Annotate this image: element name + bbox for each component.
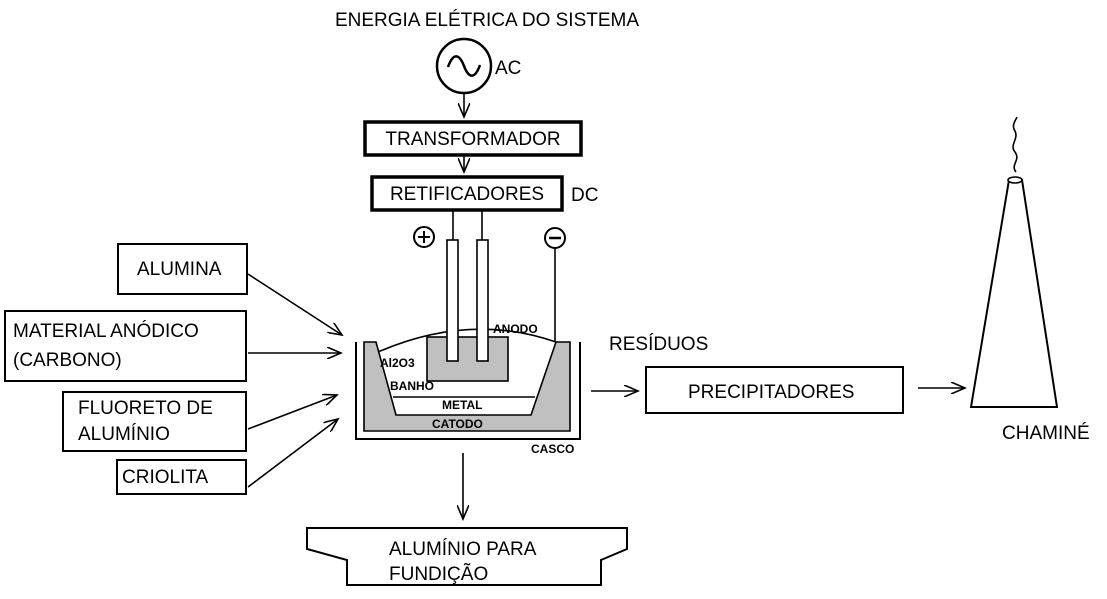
cryolite-label: CRIOLITA xyxy=(122,467,209,488)
casting-tray xyxy=(306,527,628,586)
anode-material-label-2: (CARBONO) xyxy=(13,350,122,371)
rectifier-box xyxy=(370,175,564,212)
cathode-label: CATODO xyxy=(432,417,483,431)
bath-label: BANHO xyxy=(390,379,434,393)
dc-label: DC xyxy=(571,185,598,206)
anode-material-box xyxy=(4,310,247,382)
alumina-label: ALUMINA xyxy=(137,259,222,280)
al2o3-label: Al2O3 xyxy=(380,356,415,370)
power-title: ENERGIA ELÉTRICA DO SISTEMA xyxy=(335,10,639,31)
fluoride-label-2: ALUMÍNIO xyxy=(78,424,170,445)
precipitators-label: PRECIPITADORES xyxy=(688,382,854,403)
chimney-icon xyxy=(969,176,1059,408)
anode-rod-2 xyxy=(476,239,489,362)
alumina-box xyxy=(117,243,248,295)
ac-source-icon xyxy=(435,37,493,95)
ac-label: AC xyxy=(495,58,521,79)
chimney-label: CHAMINÉ xyxy=(1002,423,1090,444)
fluoride-label-1: FLUORETO DE xyxy=(78,398,213,419)
metal-label: METAL xyxy=(442,398,482,412)
arrow-fluoride xyxy=(247,395,337,430)
precipitators-box xyxy=(645,366,904,414)
arrow-cryolite xyxy=(247,419,338,488)
transformer-box xyxy=(363,120,583,157)
anode-material-label-1: MATERIAL ANÓDICO xyxy=(13,320,199,342)
cell-shell-outer xyxy=(355,342,581,440)
residues-label: RESÍDUOS xyxy=(609,334,708,355)
rectifier-label: RETIFICADORES xyxy=(390,184,544,205)
electrolytic-cell xyxy=(355,239,581,440)
crust-dome xyxy=(377,328,557,353)
anode-label: ANODO xyxy=(493,322,538,336)
anode-rod-1 xyxy=(446,239,459,362)
plus-terminal-icon xyxy=(413,226,435,248)
shell-label: CASCO xyxy=(531,442,574,456)
smoke-icon xyxy=(1012,116,1018,173)
cryolite-box xyxy=(116,459,247,495)
minus-terminal-icon xyxy=(544,227,566,249)
arrow-alumina xyxy=(247,273,342,335)
anode-block xyxy=(426,336,509,382)
aluminium-label-2: FUNDIÇÃO xyxy=(389,563,488,585)
fluoride-box xyxy=(62,391,247,452)
aluminium-label-1: ALUMÍNIO PARA xyxy=(389,539,537,560)
transformer-label: TRANSFORMADOR xyxy=(385,129,560,150)
